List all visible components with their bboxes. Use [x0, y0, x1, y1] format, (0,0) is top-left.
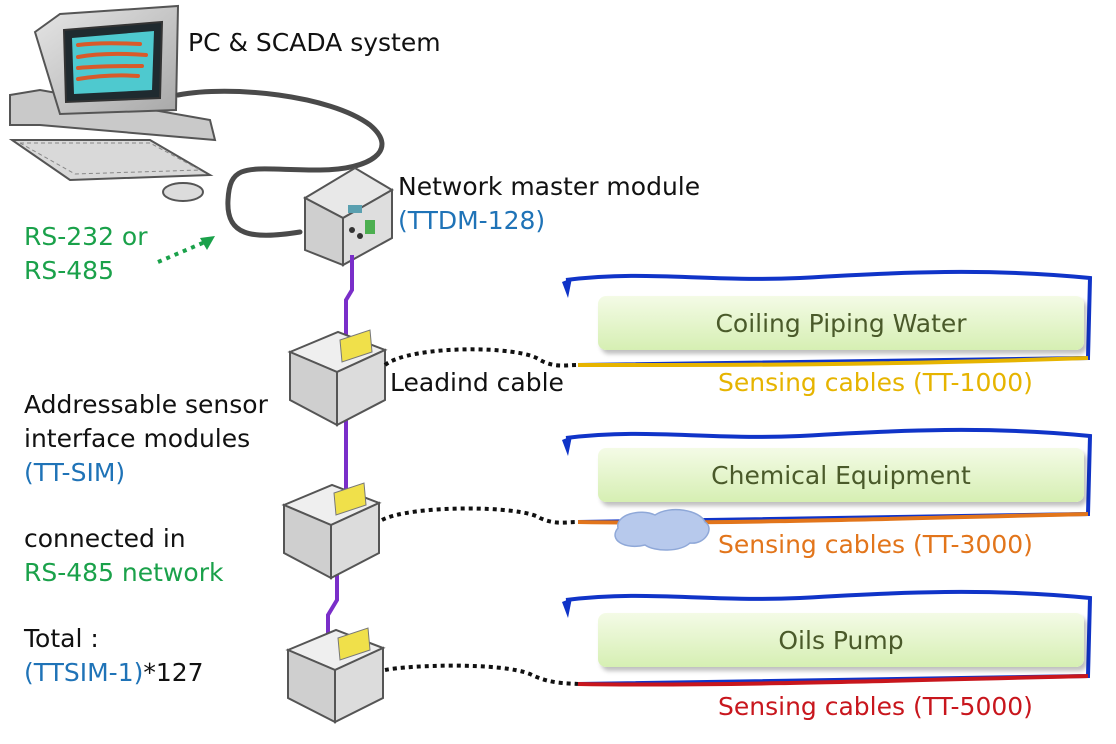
cable-label-2: Sensing cables (TT-3000) [718, 530, 1033, 559]
zone-box-2: Chemical Equipment [598, 448, 1084, 502]
cable-end-icon-3 [562, 598, 572, 618]
sensing-loop-2 [565, 427, 1093, 524]
total-label: Total : [24, 624, 99, 653]
sensing-cable-1 [577, 356, 1089, 368]
leading-cable-3 [384, 663, 579, 686]
modules-desc-line2: interface modules [24, 424, 251, 453]
master-model: (TTDM-128) [398, 206, 546, 235]
leading-cable-label: Leadind cable [390, 368, 564, 397]
pc-label: PC & SCADA system [188, 28, 441, 57]
master-module-icon [302, 166, 394, 267]
zone-box-3: Oils Pump [598, 613, 1084, 667]
sensing-loop-3 [565, 589, 1093, 686]
sim-module-icon-2 [281, 482, 382, 580]
total-count: *127 [143, 658, 204, 687]
zone-box-1: Coiling Piping Water [598, 296, 1084, 350]
cable-end-icon-2 [562, 436, 572, 456]
sim-module-icon-3 [285, 627, 386, 724]
cable-label-3: Sensing cables (TT-5000) [718, 692, 1033, 721]
total-model: (TTSIM-1) [24, 658, 144, 687]
comm-label-line2: RS-485 [24, 256, 114, 285]
sensing-loop-1 [565, 269, 1093, 367]
sim-module-icon-1 [287, 329, 388, 427]
master-label: Network master module [398, 172, 701, 201]
leading-cable-1 [383, 347, 579, 368]
cable-label-1: Sensing cables (TT-1000) [718, 368, 1033, 397]
pc-computer-icon [8, 4, 217, 202]
cable-end-icon-1 [562, 278, 572, 298]
comm-arrow [157, 240, 206, 264]
network-desc-line1: connected in [24, 524, 186, 553]
modules-desc-line1: Addressable sensor [24, 390, 268, 419]
chemical-spill-icon [614, 508, 710, 551]
sensing-cable-3 [577, 674, 1089, 687]
pc-master-cable [175, 88, 385, 238]
network-desc-line2: RS-485 network [24, 558, 224, 587]
network-wire [326, 255, 354, 640]
leading-cable-2 [381, 506, 579, 525]
comm-label-line1: RS-232 or [24, 222, 148, 251]
modules-desc-model: (TT-SIM) [24, 458, 126, 487]
total-value: (TTSIM-1)*127 [24, 656, 204, 690]
